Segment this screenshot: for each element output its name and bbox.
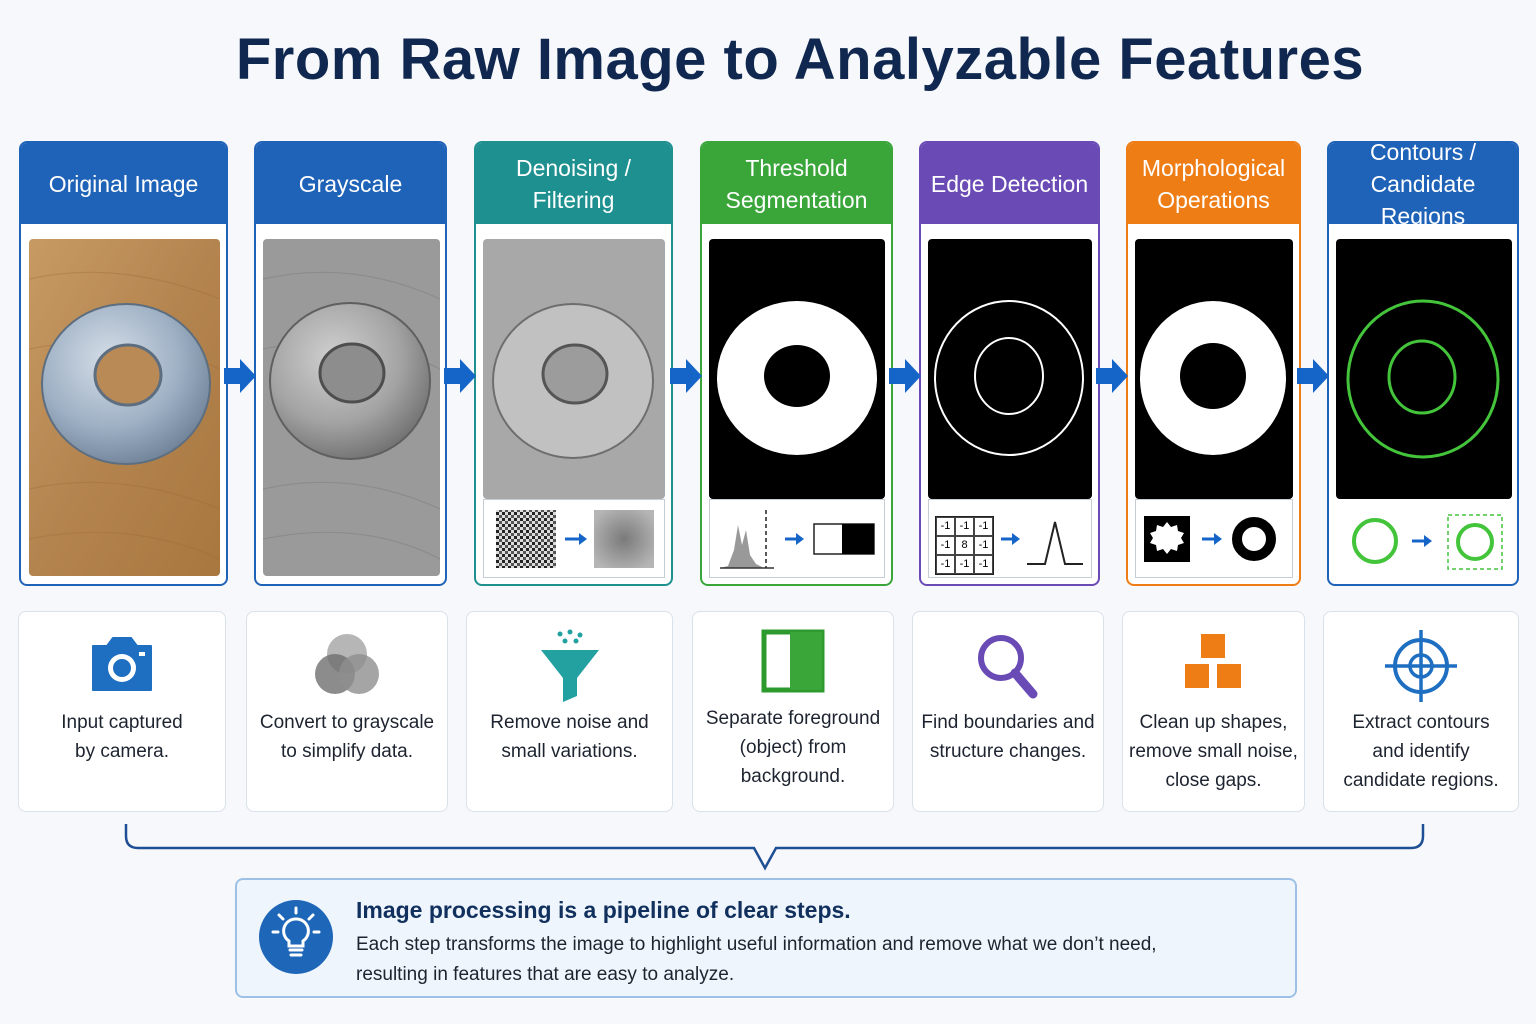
card-grayscale: Convert to grayscale to simplify data. [246, 611, 448, 812]
card-line: Convert to grayscale [259, 712, 435, 733]
note-body: Each step transforms the image to highli… [356, 930, 1256, 990]
card-line: by camera. [75, 741, 169, 762]
card-line: close gaps. [1165, 770, 1262, 791]
card-threshold: Separate foreground (object) from backgrou… [692, 611, 894, 812]
card-denoising: Remove noise and small variations. [466, 611, 673, 812]
arrow-right-icon [1096, 359, 1128, 393]
laplacian-kernel: -1 -1 -1 -1 8 -1 -1 -1 -1 [935, 516, 994, 575]
step-title-line2: Candidate Regions [1370, 170, 1476, 229]
card-line: Find boundaries and [921, 712, 1095, 733]
morph-image [1135, 239, 1293, 499]
contours-image [1336, 239, 1512, 499]
card-line: Input captured [61, 712, 183, 733]
panel-edge-detection: Edge Detection -1 -1 -1 -1 8 -1 -1 -1 -1 [919, 141, 1100, 586]
card-line: (object) from [739, 737, 847, 758]
step-title: Edge Detection [930, 170, 1089, 197]
kernel-cell: -1 [936, 555, 955, 574]
kernel-cell: 8 [955, 536, 974, 555]
arrow-right-icon [444, 359, 476, 393]
card-line: and identify [1372, 741, 1470, 762]
note-body-line: Each step transforms the image to highli… [356, 934, 1157, 955]
panel-header-original: Original Image [21, 143, 226, 224]
kernel-cell: -1 [936, 517, 955, 536]
morph-mini [1135, 499, 1293, 578]
card-line: structure changes. [929, 741, 1087, 762]
card-line: to simplify data. [281, 741, 413, 762]
panel-header-grayscale: Grayscale [256, 143, 445, 224]
panel-contours: Contours / Candidate Regions [1327, 141, 1519, 586]
card-edge: Find boundaries and structure changes. [912, 611, 1104, 812]
card-morph: Clean up shapes, remove small noise, close… [1122, 611, 1305, 812]
kernel-cell: -1 [974, 555, 993, 574]
card-line: background. [740, 766, 846, 787]
lightbulb-icon [259, 900, 333, 974]
overlapping-circles-icon [315, 634, 379, 694]
card-line: Separate foreground [705, 708, 881, 729]
kernel-cell: -1 [955, 517, 974, 536]
arrow-right-icon [224, 359, 256, 393]
step-title: Original Image [48, 170, 199, 197]
kernel-cell: -1 [974, 517, 993, 536]
step-title-line2: Segmentation [725, 186, 868, 213]
arrow-right-icon [889, 359, 921, 393]
kernel-cell: -1 [955, 555, 974, 574]
note-title: Image processing is a pipeline of clear … [356, 897, 851, 923]
threshold-image [709, 239, 885, 499]
panel-original-image: Original Image [19, 141, 228, 586]
card-original: Input captured by camera. [18, 611, 226, 812]
panel-header-denoising: Denoising / Filtering [476, 143, 671, 224]
card-line: Remove noise and [490, 712, 649, 733]
crosshair-icon [1385, 630, 1457, 702]
kernel-cell: -1 [974, 536, 993, 555]
magnifier-icon [978, 635, 1038, 699]
split-square-icon [761, 629, 825, 693]
camera-icon [92, 637, 152, 691]
edge-image [928, 239, 1092, 499]
edge-mini: -1 -1 -1 -1 8 -1 -1 -1 -1 [928, 499, 1092, 578]
card-line: remove small noise, [1129, 741, 1298, 762]
panel-header-edge: Edge Detection [921, 143, 1098, 224]
blocks-icon [1184, 634, 1241, 688]
summary-note: Image processing is a pipeline of clear … [235, 878, 1297, 998]
card-line: candidate regions. [1343, 770, 1499, 791]
step-title-line1: Denoising / [515, 154, 632, 181]
denoise-mini [483, 499, 665, 578]
arrow-right-icon [1297, 359, 1329, 393]
contours-mini [1336, 499, 1512, 578]
card-line: Extract contours [1352, 712, 1490, 733]
kernel-cell: -1 [936, 536, 955, 555]
panel-grayscale: Grayscale [254, 141, 447, 586]
step-title-line1: Threshold [745, 154, 848, 181]
arrow-right-icon [670, 359, 702, 393]
original-photo [29, 239, 220, 576]
grayscale-photo [263, 239, 440, 576]
step-title-line2: Filtering [532, 186, 615, 213]
funnel-icon [540, 629, 599, 702]
panel-header-contours: Contours / Candidate Regions [1329, 141, 1517, 229]
page-title: From Raw Image to Analyzable Features [235, 27, 1365, 92]
card-contours: Extract contours and identify candidate re… [1323, 611, 1519, 812]
card-line: Clean up shapes, [1139, 712, 1288, 733]
step-title-line1: Morphological [1141, 154, 1286, 181]
step-title-line1: Contours / [1369, 141, 1477, 165]
threshold-mini [709, 499, 885, 578]
panel-denoising: Denoising / Filtering [474, 141, 673, 586]
note-body-line: resulting in features that are easy to a… [356, 964, 735, 985]
denoised-photo [483, 239, 665, 499]
step-title-line2: Operations [1157, 186, 1270, 213]
card-line: small variations. [501, 741, 638, 762]
step-title: Grayscale [298, 170, 403, 197]
